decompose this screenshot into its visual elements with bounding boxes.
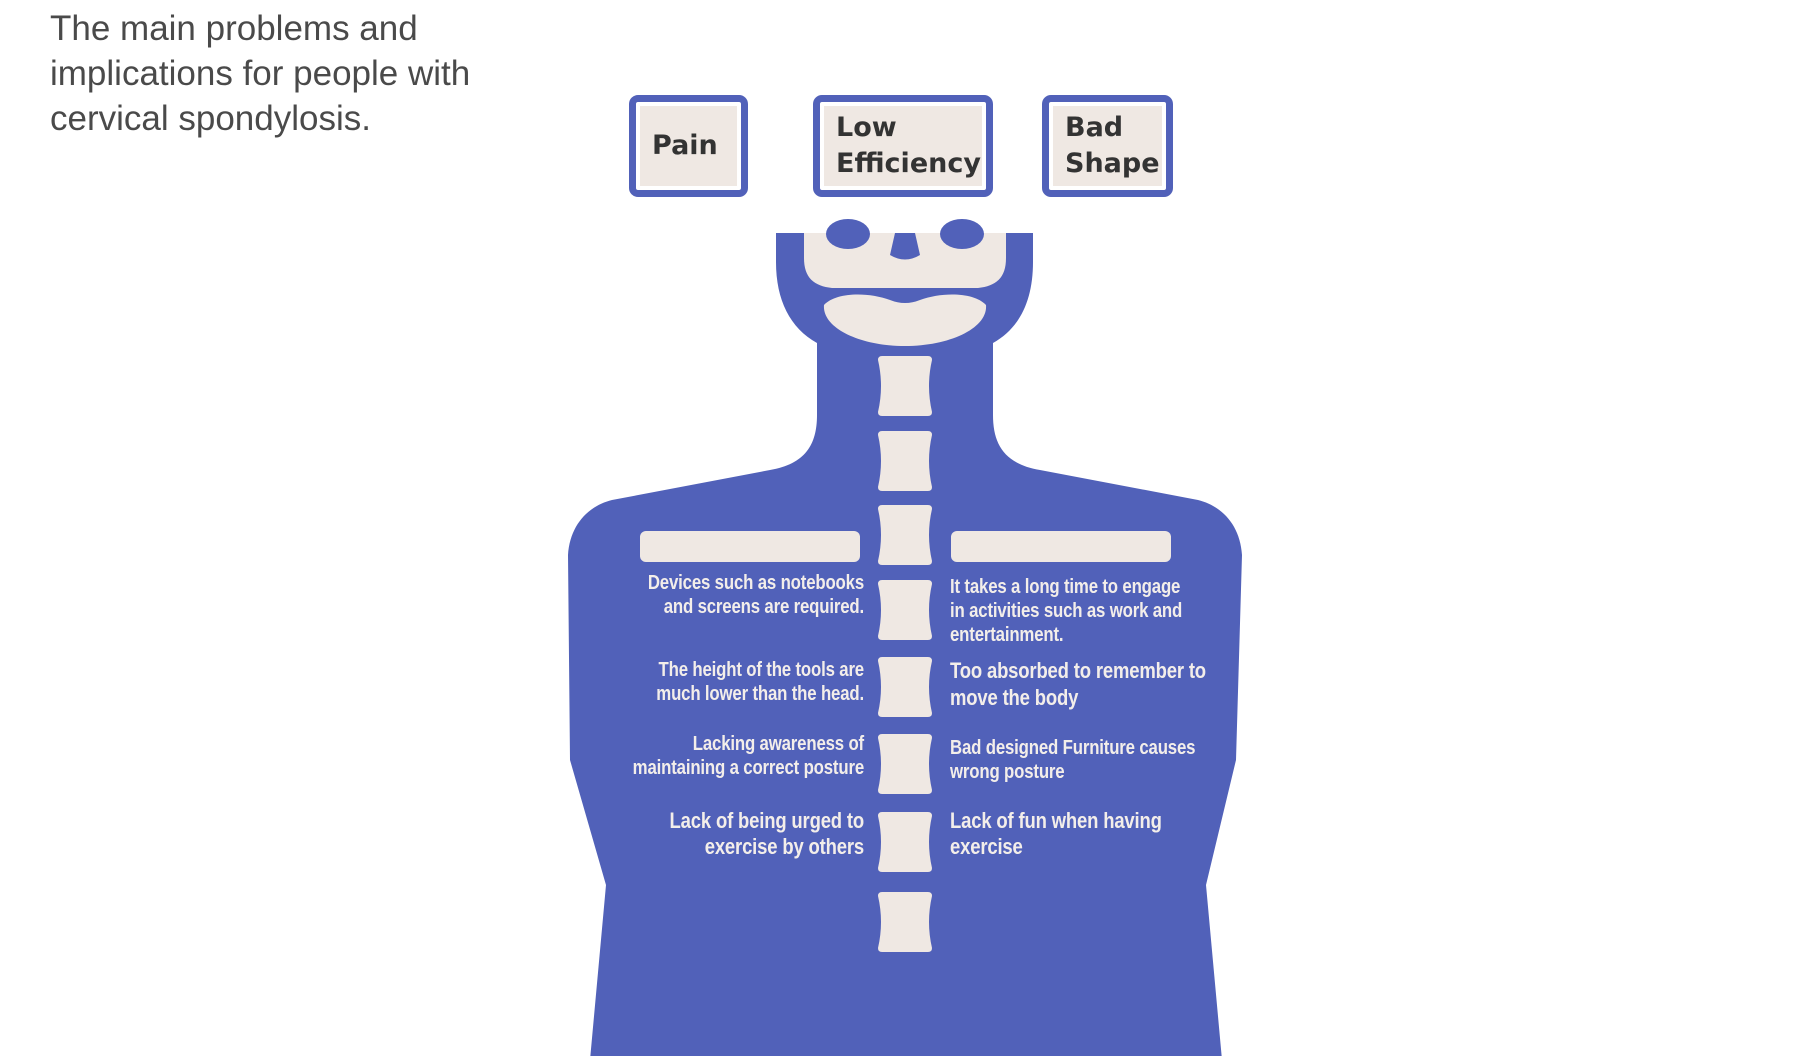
eye-socket-left <box>826 219 870 249</box>
vertebra <box>878 734 932 794</box>
vertebra <box>878 657 932 717</box>
problem-box-pain: Pain <box>629 95 748 197</box>
cause-right-4-line1: Lack of fun when having <box>950 808 1162 833</box>
vertebra <box>878 812 932 872</box>
cause-right-1-line1: It takes a long time to engage <box>950 576 1181 598</box>
cause-left-2-line1: The height of the tools are <box>658 659 865 681</box>
body-silhouette <box>568 233 1242 1056</box>
cause-left-2: The height of the tools are much lower t… <box>612 658 864 706</box>
cause-left-4-line2: exercise by others <box>704 834 864 859</box>
cause-right-4: Lack of fun when having exercise <box>950 808 1219 860</box>
eye-socket-right <box>940 219 984 249</box>
problem-label-bad-shape: Bad Shape <box>1065 110 1160 182</box>
vertebra <box>878 431 932 491</box>
cause-right-2-line2: move the body <box>950 685 1079 710</box>
problem-box-bad-shape: Bad Shape <box>1042 95 1173 197</box>
cause-left-4-line1: Lack of being urged to <box>669 808 865 833</box>
problem-label-low-efficiency-line2: Efficiency <box>836 148 981 179</box>
page-title: The main problems and implications for p… <box>50 9 471 138</box>
problem-label-low-efficiency: Low Efficiency <box>836 110 981 182</box>
problem-label-bad-shape-line1: Bad <box>1065 112 1124 143</box>
spine <box>878 356 932 952</box>
jaw-bone <box>823 294 987 346</box>
cause-left-3-line1: Lacking awareness of <box>692 733 864 755</box>
vertebra <box>878 892 932 952</box>
skull <box>804 219 1006 346</box>
problem-label-pain: Pain <box>652 130 718 161</box>
problem-label-low-efficiency-line1: Low <box>836 112 897 143</box>
problem-label-bad-shape-line2: Shape <box>1065 148 1160 179</box>
problem-box-low-efficiency: Low Efficiency <box>813 95 993 197</box>
cause-right-3-line2: wrong posture <box>950 761 1065 783</box>
cause-right-1: It takes a long time to engage in activi… <box>950 575 1219 647</box>
vertebra <box>878 580 932 640</box>
cause-right-2: Too absorbed to remember to move the bod… <box>950 657 1219 711</box>
cause-right-4-line2: exercise <box>950 834 1023 859</box>
cause-right-1-line2: in activities such as work and <box>950 600 1183 622</box>
cause-left-2-line2: much lower than the head. <box>656 683 864 705</box>
nose-cavity <box>890 233 920 260</box>
clavicle-left <box>640 531 860 562</box>
cause-right-1-line3: entertainment. <box>950 624 1064 646</box>
cause-left-4: Lack of being urged to exercise by other… <box>612 808 865 860</box>
clavicle-right <box>951 531 1171 562</box>
vertebra <box>878 505 932 565</box>
cause-left-1: Devices such as notebooks and screens ar… <box>612 571 864 619</box>
cause-left-1-line2: and screens are required. <box>663 596 864 618</box>
cause-left-3: Lacking awareness of maintaining a corre… <box>612 732 864 780</box>
vertebra <box>878 356 932 416</box>
cause-left-1-line1: Devices such as notebooks <box>647 572 864 594</box>
cause-left-3-line2: maintaining a correct posture <box>632 757 864 779</box>
cause-right-2-line1: Too absorbed to remember to <box>950 658 1206 683</box>
cause-right-3: Bad designed Furniture causes wrong post… <box>950 736 1219 784</box>
cause-right-3-line1: Bad designed Furniture causes <box>950 737 1196 759</box>
